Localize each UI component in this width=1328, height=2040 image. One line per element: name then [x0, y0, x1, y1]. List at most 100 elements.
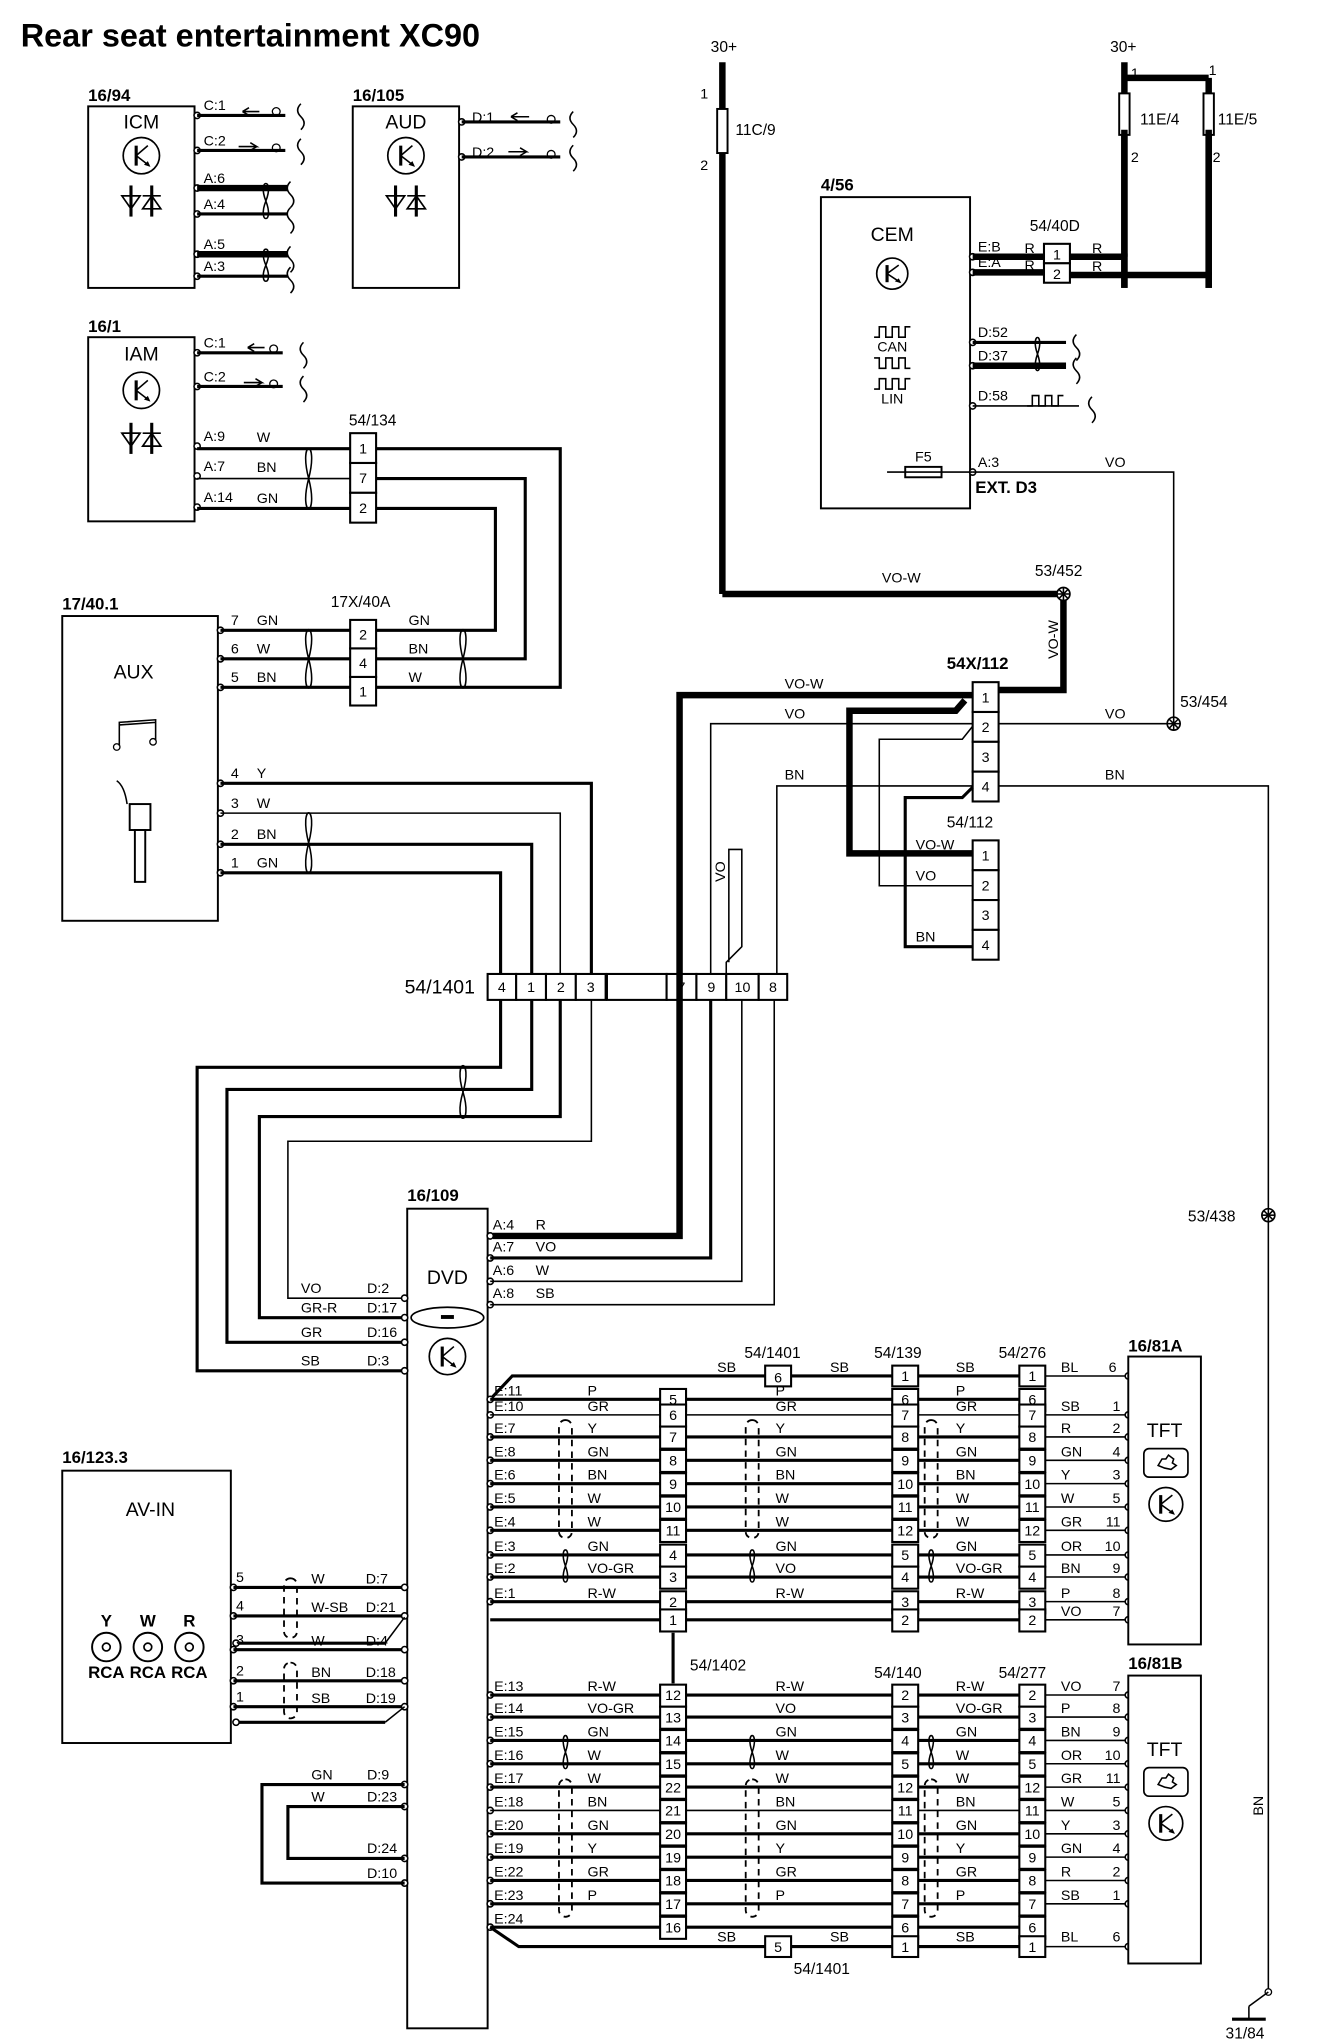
- pin-label: C:2: [204, 369, 226, 385]
- pin-terminal: [400, 1338, 409, 1347]
- wire-color: Y: [956, 1841, 966, 1857]
- connector-pin: 2: [557, 980, 565, 996]
- connector-pin: 10: [735, 980, 751, 996]
- connector-pin: 7: [901, 1897, 909, 1913]
- wire-color: W: [956, 1771, 970, 1787]
- connector-54-134-pin: 2: [359, 501, 367, 517]
- connector-54-1402-cell: [659, 1915, 688, 1940]
- wire-color: GN: [776, 1818, 797, 1834]
- wire-color: VO: [536, 1239, 557, 1255]
- wire-break-icon: [299, 375, 308, 403]
- connector-pin: 6: [669, 1408, 677, 1424]
- connector-pin: 3: [587, 980, 595, 996]
- wire-color: VO: [1061, 1604, 1082, 1620]
- transistor-icon: [135, 145, 149, 157]
- wire-color: GR: [301, 1325, 322, 1341]
- wire-color: Y: [1061, 1818, 1071, 1834]
- module-name: TFT: [1147, 1420, 1183, 1442]
- connector-54-277-cell: [1018, 1935, 1047, 1959]
- tft-pin: 8: [1113, 1586, 1121, 1602]
- connector-54-139-cell: [891, 1448, 920, 1473]
- connector-54-112-cell: [971, 928, 1000, 961]
- pin-label: D:7: [366, 1571, 388, 1587]
- connector-pin: 3: [1028, 1595, 1036, 1611]
- connector-pin: 10: [1024, 1477, 1040, 1493]
- connector-id: 54/40D: [1030, 218, 1080, 235]
- wire-color: W: [776, 1514, 790, 1530]
- connector-pin: 1: [527, 980, 535, 996]
- wire-color: VO: [1105, 706, 1126, 722]
- connector-54-1402-cell: [659, 1869, 688, 1894]
- wire-color: GR: [1061, 1514, 1082, 1530]
- wire-color: P: [587, 1383, 597, 1399]
- pin-label: 1: [231, 856, 239, 872]
- pin-terminal: [486, 1232, 495, 1240]
- wire-color: BN: [257, 460, 277, 476]
- connector-id: 54/134: [349, 412, 397, 429]
- module-id: 16/81A: [1128, 1336, 1182, 1355]
- transistor-icon: [875, 257, 909, 291]
- connector-54-112-pin: 1: [982, 848, 990, 864]
- transistor-icon: [122, 136, 161, 175]
- wire-color: W: [311, 1571, 325, 1587]
- pin-label: E:15: [494, 1725, 523, 1741]
- pin-terminal: [400, 1313, 409, 1322]
- wire-color: GN: [587, 1539, 608, 1555]
- pin-number: 2: [1213, 150, 1221, 166]
- wire-color: W: [257, 642, 271, 658]
- connector-id: 54/140: [874, 1665, 922, 1682]
- wire-color: BN: [785, 767, 805, 783]
- connector-54-140-cell: [891, 1775, 920, 1800]
- connector-pin: 11: [666, 1524, 681, 1540]
- wire-color: GR: [956, 1399, 977, 1415]
- pin-label: E:23: [494, 1888, 523, 1904]
- wire-color: OR: [1061, 1539, 1082, 1555]
- wire-color: GR: [1061, 1771, 1082, 1787]
- wire-color: BN: [311, 1665, 331, 1681]
- twisted-pair-icon: [749, 1734, 756, 1770]
- wire-color: GR: [776, 1399, 797, 1415]
- rca-label: RCA: [88, 1663, 125, 1682]
- connector-pin: 6: [901, 1920, 909, 1936]
- diode-icon: [120, 194, 142, 211]
- wire: [490, 999, 743, 1283]
- connector-pin: 9: [1028, 1453, 1036, 1469]
- module-name: AUD: [385, 111, 426, 133]
- can-label: CAN: [877, 339, 907, 355]
- shield-icon: [744, 1419, 760, 1540]
- wire-break-icon: [1072, 357, 1081, 385]
- pin-label: D:18: [366, 1665, 396, 1681]
- connector-pin: 1: [1028, 1940, 1036, 1956]
- pin-label: D:24: [367, 1841, 397, 1857]
- wire-color: VO: [1105, 455, 1126, 471]
- wire: [195, 999, 503, 1373]
- diode-icon: [384, 194, 407, 211]
- wire-color: P: [1061, 1701, 1071, 1717]
- wire-color: GN: [257, 856, 278, 872]
- wire: [376, 476, 527, 661]
- pin-label: D:2: [367, 1281, 389, 1297]
- music-note-icon: [112, 743, 121, 751]
- pin-label: D:1: [472, 110, 494, 126]
- connector-id: 54/277: [999, 1665, 1047, 1682]
- wire-break-icon: [286, 181, 295, 209]
- wire-color: P: [776, 1888, 786, 1904]
- wire-color: SB: [1061, 1399, 1080, 1415]
- connector-pin: 10: [897, 1827, 913, 1843]
- wire: [776, 785, 973, 974]
- wire-color: W: [311, 1789, 325, 1805]
- rca-jack-icon: [174, 1631, 205, 1663]
- wire-color: GR: [587, 1865, 608, 1881]
- splice-label: 53/454: [1180, 694, 1228, 711]
- can-signal-icon: [874, 326, 911, 338]
- pin-label: 1: [236, 1690, 244, 1706]
- connector-54-139-cell: [891, 1472, 920, 1497]
- connector-pin: 1: [1053, 247, 1061, 263]
- twisted-pair-icon: [749, 1549, 756, 1583]
- connector-pin: 8: [901, 1874, 909, 1890]
- pin-label: E:2: [494, 1561, 515, 1577]
- pin-label: A:7: [204, 459, 225, 475]
- wire: [220, 842, 534, 977]
- wire-color: GN: [776, 1725, 797, 1741]
- connector-pin: 2: [901, 1613, 909, 1629]
